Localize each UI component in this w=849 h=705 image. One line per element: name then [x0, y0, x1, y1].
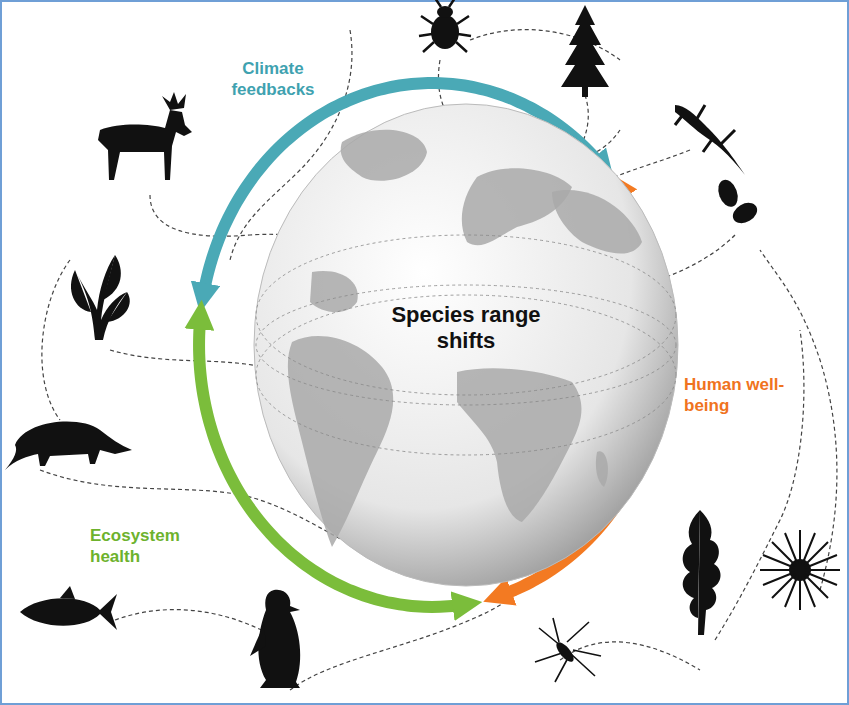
tree-silhouette [561, 5, 609, 97]
lizard-silhouette [675, 105, 745, 175]
moose-silhouette [98, 92, 192, 180]
kelp-silhouette [683, 510, 721, 635]
globe-gridline [256, 285, 676, 405]
penguin-silhouette [250, 590, 300, 688]
dispersal-paths [40, 30, 837, 690]
arrow-label: Ecosystem health [90, 525, 195, 568]
node-title: Species range shifts [391, 302, 541, 355]
globe-gridline [256, 295, 676, 455]
mosquito-silhouette [535, 618, 601, 682]
sea-urchin-silhouette [760, 530, 840, 610]
continent-shape [288, 336, 393, 547]
opossum-silhouette [5, 422, 132, 470]
globe-gridline [256, 235, 676, 395]
continent-shape [457, 368, 581, 522]
globe-outline [254, 104, 678, 586]
arrow-label: Climate feedbacks [218, 58, 328, 101]
arrow-label: Human well-being [684, 374, 794, 417]
continent-shape [310, 271, 358, 312]
continent-shape [596, 451, 608, 487]
species-silhouettes [5, 0, 840, 688]
globe-node: Species range shifts [252, 102, 680, 588]
continent-shape [552, 190, 642, 254]
coffee-bean-silhouette [715, 177, 761, 227]
fish-silhouette [20, 586, 117, 630]
beetle-silhouette [419, 0, 471, 52]
continent-shape [341, 130, 427, 181]
plant-silhouette [71, 255, 130, 340]
